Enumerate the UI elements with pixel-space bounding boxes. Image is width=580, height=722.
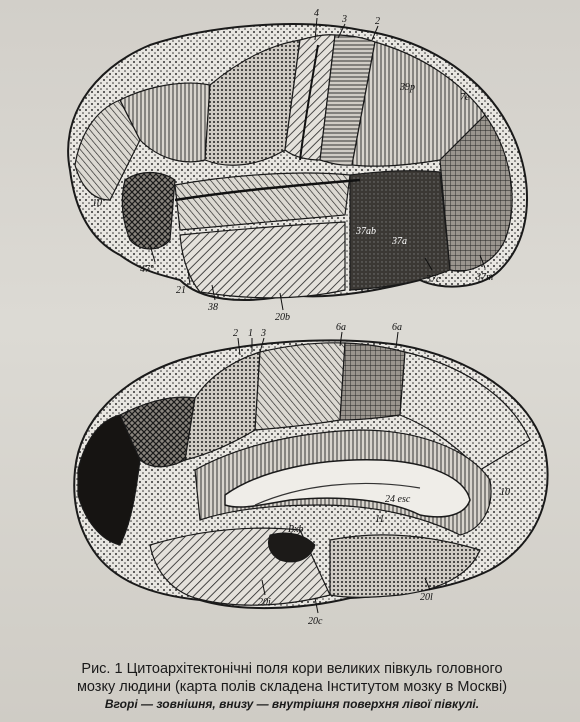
lateral-label-21: 21: [176, 285, 186, 296]
figure-caption-line-3: Вгорі — зовнішня, внизу — внутрішня пове…: [14, 697, 570, 711]
medial-label-24: 24 esc: [385, 494, 411, 505]
lateral-field-temporal-inferior: [180, 222, 345, 298]
medial-label-10: 10: [500, 487, 510, 498]
lateral-label-37m: 37m: [475, 272, 493, 283]
lateral-label-37c: 37c: [425, 274, 441, 285]
lateral-label-10: 10: [92, 198, 102, 209]
medial-label-3: 3: [260, 328, 266, 339]
medial-label-2: 2: [233, 328, 238, 339]
medial-label-1: 1: [248, 328, 253, 339]
lateral-label-7e: 7e: [460, 92, 470, 103]
medial-label-6b: 6a: [336, 322, 346, 333]
lateral-label-37ab: 37ab: [355, 226, 376, 237]
lateral-label-3: 3: [341, 14, 347, 25]
medial-label-6a: 6a: [392, 322, 402, 333]
lateral-label-47: 47°: [140, 264, 154, 275]
lateral-label-2: 2: [375, 16, 380, 27]
figure-caption-line-2: мозку людини (карта полів складена Інсти…: [14, 678, 570, 696]
medial-label-20i: 20i: [258, 597, 271, 608]
medial-field-6-region: [340, 343, 405, 420]
medial-label-11: 11: [375, 514, 384, 525]
lateral-hemisphere: [68, 18, 527, 310]
lateral-label-37a: 37a: [391, 236, 407, 247]
brain-cortex-figure: 4 3 2 39p 7e 10 47° 21 38 20b 37ab 37a 3…: [0, 0, 580, 660]
medial-hemisphere: [74, 332, 547, 613]
medial-field-paracentral: [255, 343, 345, 430]
lateral-label-4: 4: [314, 8, 319, 19]
medial-label-pxb: Pxb: [287, 524, 304, 535]
lateral-label-20b: 20b: [275, 312, 290, 323]
lateral-field-47-region: [122, 173, 175, 250]
lateral-label-38: 38: [207, 302, 218, 313]
medial-field-orbital: [330, 535, 480, 597]
lateral-label-39p: 39p: [399, 82, 415, 93]
figure-caption-line-1: Рис. 1 Цитоархітектонічні поля кори вели…: [14, 660, 570, 678]
medial-label-20c: 20c: [308, 616, 323, 627]
medial-label-20l: 20l: [420, 592, 433, 603]
